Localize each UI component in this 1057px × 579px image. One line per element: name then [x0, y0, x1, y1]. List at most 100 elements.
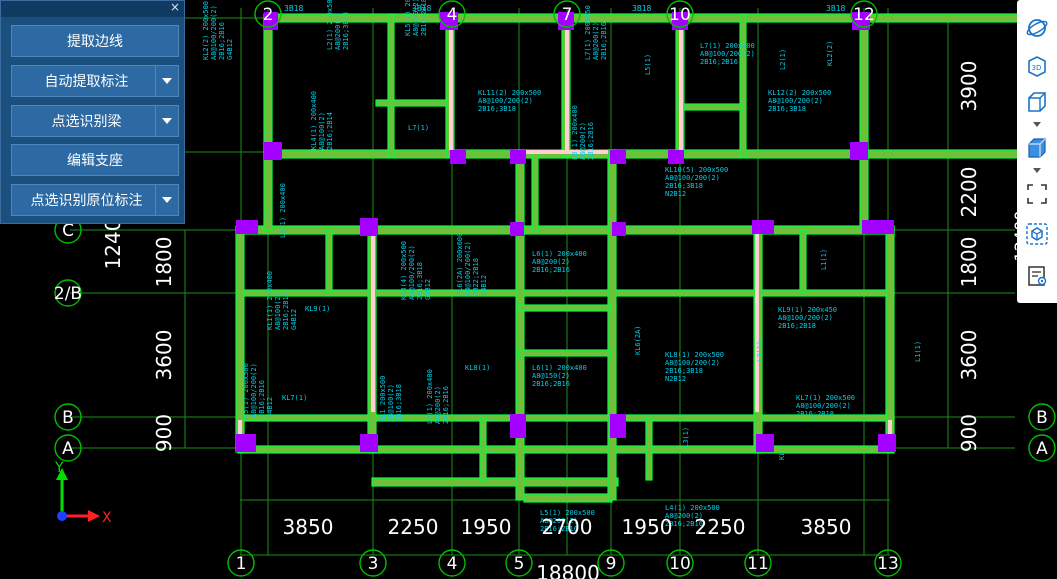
left-total-dimension: 1240 [101, 219, 125, 270]
beam-annotation: L3(1) 200x400 A8@200(2) 2B16;2B16 [426, 365, 450, 424]
beam-annotation: L3(1) [756, 341, 764, 362]
right-dimension: 1800 [957, 237, 981, 288]
row-label-text: C [62, 221, 74, 241]
selected-beam [565, 18, 569, 150]
beam [325, 229, 333, 293]
chevron-down-icon[interactable] [1033, 122, 1041, 128]
column-layer[interactable] [236, 12, 896, 452]
bottom-grid-label-circle [359, 549, 387, 577]
row-label-circle [1028, 403, 1056, 431]
beam-annotation-text: L1(1) [820, 249, 828, 270]
edit-support-button[interactable]: 编辑支座 [11, 144, 179, 176]
bottom-grid-label-circle [438, 549, 466, 577]
beam-annotation: KL6(2A) [634, 325, 642, 355]
panel-titlebar[interactable]: × [1, 0, 184, 17]
column [752, 220, 774, 234]
top-grid-label-circle [666, 0, 694, 28]
beam [799, 229, 807, 293]
auto-extract-annotation-button[interactable]: 自动提取标注 [11, 65, 179, 97]
beam-annotation-text: L3(1) [682, 427, 690, 448]
layer-cube-icon[interactable] [1023, 220, 1051, 248]
selected-beam [238, 420, 242, 446]
beam-annotation: KL1 200x500 A8@100(2) 2B16;3B18 [379, 371, 403, 422]
chevron-down-icon[interactable] [155, 185, 178, 215]
bottom-dimension: 3850 [801, 515, 852, 539]
beam [267, 13, 1057, 23]
beam-layer[interactable] [235, 13, 1057, 503]
beam-annotation: KL1(1) 200x400 A8@100(2) 2B16;2B16 G4B12 [266, 267, 298, 330]
bottom-grid-label-circle [874, 549, 902, 577]
bottom-grid-label-circle [597, 549, 625, 577]
top-grid-label: 10 [666, 0, 694, 28]
top-beam-label: 3B18 [284, 4, 303, 13]
zoom-extents-icon[interactable] [1023, 180, 1051, 208]
properties-icon[interactable] [1023, 262, 1051, 290]
3d-view-icon[interactable]: 3D [1023, 52, 1051, 80]
top-grid-label: 4 [438, 0, 466, 28]
beam-annotation-text: L6(1) 200x400 A8@200(2) 2B16;2B16 [532, 250, 591, 274]
beam-annotation: L4(1) 200x400 [279, 183, 287, 238]
selected-beam [679, 18, 683, 150]
bottom-dimension: 2250 [388, 515, 439, 539]
beam-annotation-text: KL11(2) 200x500 A8@100/200(2) 2B16;3B18 [478, 89, 545, 113]
beam [885, 225, 895, 453]
row-label: B [54, 403, 82, 431]
top-grid-label: 2 [254, 0, 282, 28]
pick-identify-beam-label: 点选识别梁 [51, 114, 122, 130]
row-label-text: B [1036, 408, 1048, 428]
top-grid-label-circle [254, 0, 282, 28]
beam-annotation-text: KL8(1) 200x500 A8@100/200(2) 2B16;3B18 N… [665, 351, 728, 383]
beam-annotation: KL7(1) 200x500 A8@100/200(2) 2B16;2B18 [796, 394, 859, 418]
orbit-icon[interactable] [1023, 14, 1051, 42]
chevron-down-icon[interactable] [155, 106, 178, 136]
beam-annotation-text: KL1(1) 200x400 A8@100(2) 2B16;2B16 G4B12 [266, 267, 298, 330]
chevron-down-icon[interactable] [155, 66, 178, 96]
beam-annotation-text: L5(1) 200x500 A8@100/200(2) 2B16;2B16 G4… [242, 359, 274, 418]
cube-outline-icon[interactable] [1023, 88, 1051, 116]
pick-identify-beam-button[interactable]: 点选识别梁 [11, 105, 179, 137]
beam [683, 103, 743, 111]
bottom-grid-label-text: 10 [669, 554, 691, 574]
view-toolbar: 3D [1017, 0, 1057, 303]
bottom-dimension: 1950 [461, 515, 512, 539]
beam-annotation-text: KL9(1) [305, 305, 330, 313]
close-icon[interactable]: × [169, 0, 180, 14]
svg-text:3D: 3D [1032, 64, 1042, 72]
beam-annotation: KL5(1) 200x400 A8@100(2) 2B16;2B18 [404, 0, 428, 36]
beam [371, 477, 619, 487]
column [510, 150, 526, 164]
column [610, 150, 626, 164]
beam [518, 349, 612, 357]
top-grid-label-text: 2 [263, 5, 274, 25]
pick-identify-inplace-annotation-button[interactable]: 点选识别原位标注 [11, 184, 179, 216]
column [510, 414, 526, 438]
row-label-text: B [62, 408, 74, 428]
bottom-grid-label-circle [227, 549, 255, 577]
column [510, 222, 524, 236]
column [440, 12, 458, 30]
beam-annotation-text: L8(1) 200x400 A8@200(2) 2B16;2B16 [571, 101, 595, 160]
beam [237, 289, 895, 297]
chevron-down-icon[interactable] [1033, 168, 1041, 174]
column [450, 150, 466, 164]
row-label-circle [54, 434, 82, 462]
beam-annotation-text: L7(1) [408, 124, 429, 132]
bottom-grid-label-text: 3 [368, 554, 379, 574]
beam [739, 13, 747, 157]
column [852, 12, 870, 30]
row-label: 2/B [54, 279, 82, 307]
column [668, 150, 684, 164]
extract-edge-button[interactable]: 提取边线 [11, 25, 179, 57]
bottom-grid-label: 4 [438, 549, 466, 577]
extract-edge-label: 提取边线 [67, 34, 123, 50]
cube-solid-icon[interactable] [1023, 134, 1051, 162]
beam-annotation: L8(1) 200x400 A8@200(2) 2B16;2B16 [571, 101, 595, 160]
beam-annotation-text: KL2(2) 200x500 A8@100/200(2) 2B16;2B16 G… [202, 0, 234, 60]
beam-annotation: KL7(1) [282, 394, 307, 402]
beam-annotation-text: KL7(1) 200x500 A8@100/200(2) 2B16;2B18 [796, 394, 859, 418]
beam-annotation-text: KL1 [778, 447, 786, 460]
row-label: A [1028, 434, 1056, 462]
edit-support-label: 编辑支座 [67, 153, 123, 169]
beam [267, 149, 1057, 159]
